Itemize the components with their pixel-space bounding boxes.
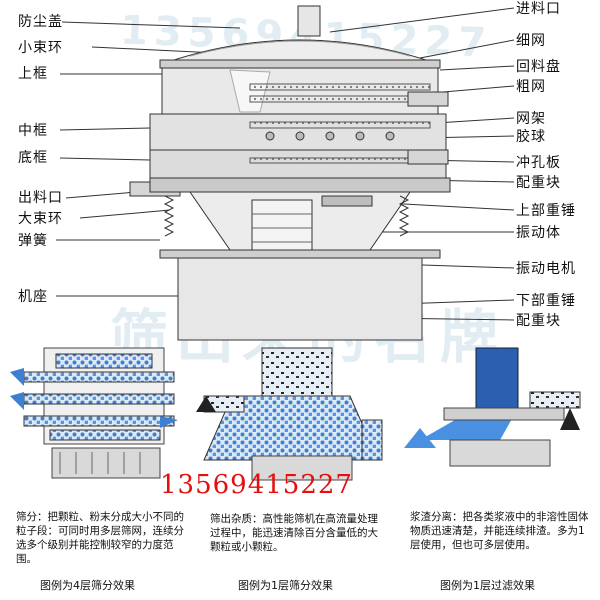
label-upper-frame: 上框 [18, 66, 48, 82]
panel-4-layer [10, 347, 178, 479]
label-bottom-frame: 底框 [18, 150, 48, 166]
label-lower-weight: 下部重锤 [516, 293, 576, 309]
label-return-tray: 回料盘 [516, 59, 561, 75]
description-impurity-removal: 筛出杂质：高性能筛机在高流量处理过程中，能迅速清除百分含量低的大颗粒或小颗粒。 [210, 513, 378, 553]
caption-1-layer-sieve: 图例为1层筛分效果 [238, 579, 333, 592]
label-vibrating-body: 振动体 [516, 225, 561, 241]
label-large-clamp-ring: 大束环 [18, 211, 63, 227]
label-base: 机座 [18, 289, 48, 305]
label-counterweight-2: 配重块 [516, 313, 561, 329]
phone-number-overlay: 13569415227 [160, 470, 353, 500]
label-vibration-motor: 振动电机 [516, 261, 576, 277]
label-fine-mesh: 细网 [516, 33, 546, 49]
label-spring: 弹簧 [18, 233, 48, 249]
caption-1-layer-filter: 图例为1层过滤效果 [440, 579, 535, 592]
description-sieving: 筛分：把颗粒、粉末分成大小不同的粒子段：可同时用多层筛网，连续分选多个级别并能控… [16, 511, 184, 565]
label-rubber-ball: 胶球 [516, 129, 546, 145]
label-upper-weight: 上部重锤 [516, 203, 576, 219]
label-dust-cover: 防尘盖 [18, 14, 63, 30]
panel-1-layer-filter [404, 347, 581, 467]
label-middle-frame: 中框 [18, 123, 48, 139]
description-slurry-separation: 浆渣分离：把各类浆液中的非溶性固体物质迅速清楚，并能连续排渣。多为1层使用，但也… [410, 511, 589, 551]
label-coarse-mesh: 粗网 [516, 79, 546, 95]
sieve-machine-diagram [56, 5, 515, 341]
label-punched-plate: 冲孔板 [516, 155, 561, 171]
label-discharge-outlet: 出料口 [18, 190, 63, 206]
label-counterweight-1: 配重块 [516, 175, 561, 191]
caption-4-layer: 图例为4层筛分效果 [40, 579, 135, 592]
label-mesh-frame: 网架 [516, 111, 546, 127]
label-inlet: 进料口 [516, 1, 561, 17]
panel-1-layer-sieve [196, 347, 383, 481]
label-small-clamp-ring: 小束环 [18, 40, 63, 56]
